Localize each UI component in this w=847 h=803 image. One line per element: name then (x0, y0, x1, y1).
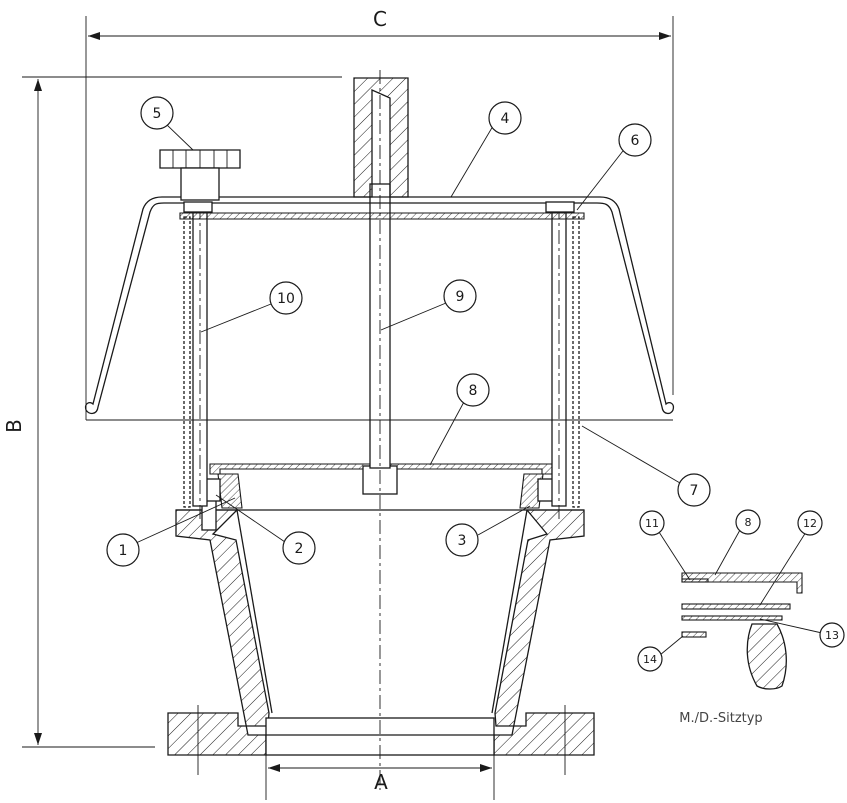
dimension-a-label: A (374, 770, 388, 794)
center-tube (353, 70, 409, 790)
callout-1: 1 (119, 543, 128, 559)
dimension-b: B (2, 76, 342, 748)
detail-caption: M./D.-Sitztyp (679, 711, 762, 726)
detail-callout-11: 11 (645, 517, 659, 530)
callout-4: 4 (501, 111, 510, 127)
callout-9: 9 (456, 289, 465, 305)
callout-2: 2 (295, 541, 304, 557)
callout-3: 3 (458, 533, 467, 549)
callout-6: 6 (631, 133, 640, 149)
valve-body (167, 499, 595, 775)
callout-7: 7 (690, 483, 699, 499)
hood (84, 196, 675, 421)
dimension-c-label: C (373, 7, 387, 31)
dimension-c: C (85, 7, 674, 420)
seat-type-detail: 11 8 12 13 14 M./D.-Sitztyp (637, 509, 845, 726)
dimension-a: A (265, 740, 495, 800)
callout-10: 10 (277, 291, 295, 307)
detail-callout-8: 8 (745, 516, 752, 529)
callout-5: 5 (153, 106, 162, 122)
detail-callout-13: 13 (825, 629, 839, 642)
detail-callout-14: 14 (643, 653, 657, 666)
callouts: 1 2 3 4 5 6 7 8 9 10 (106, 96, 711, 567)
callout-8: 8 (469, 383, 478, 399)
detail-callout-12: 12 (803, 517, 817, 530)
handle-knob (159, 149, 241, 201)
dimension-b-label: B (2, 419, 26, 433)
